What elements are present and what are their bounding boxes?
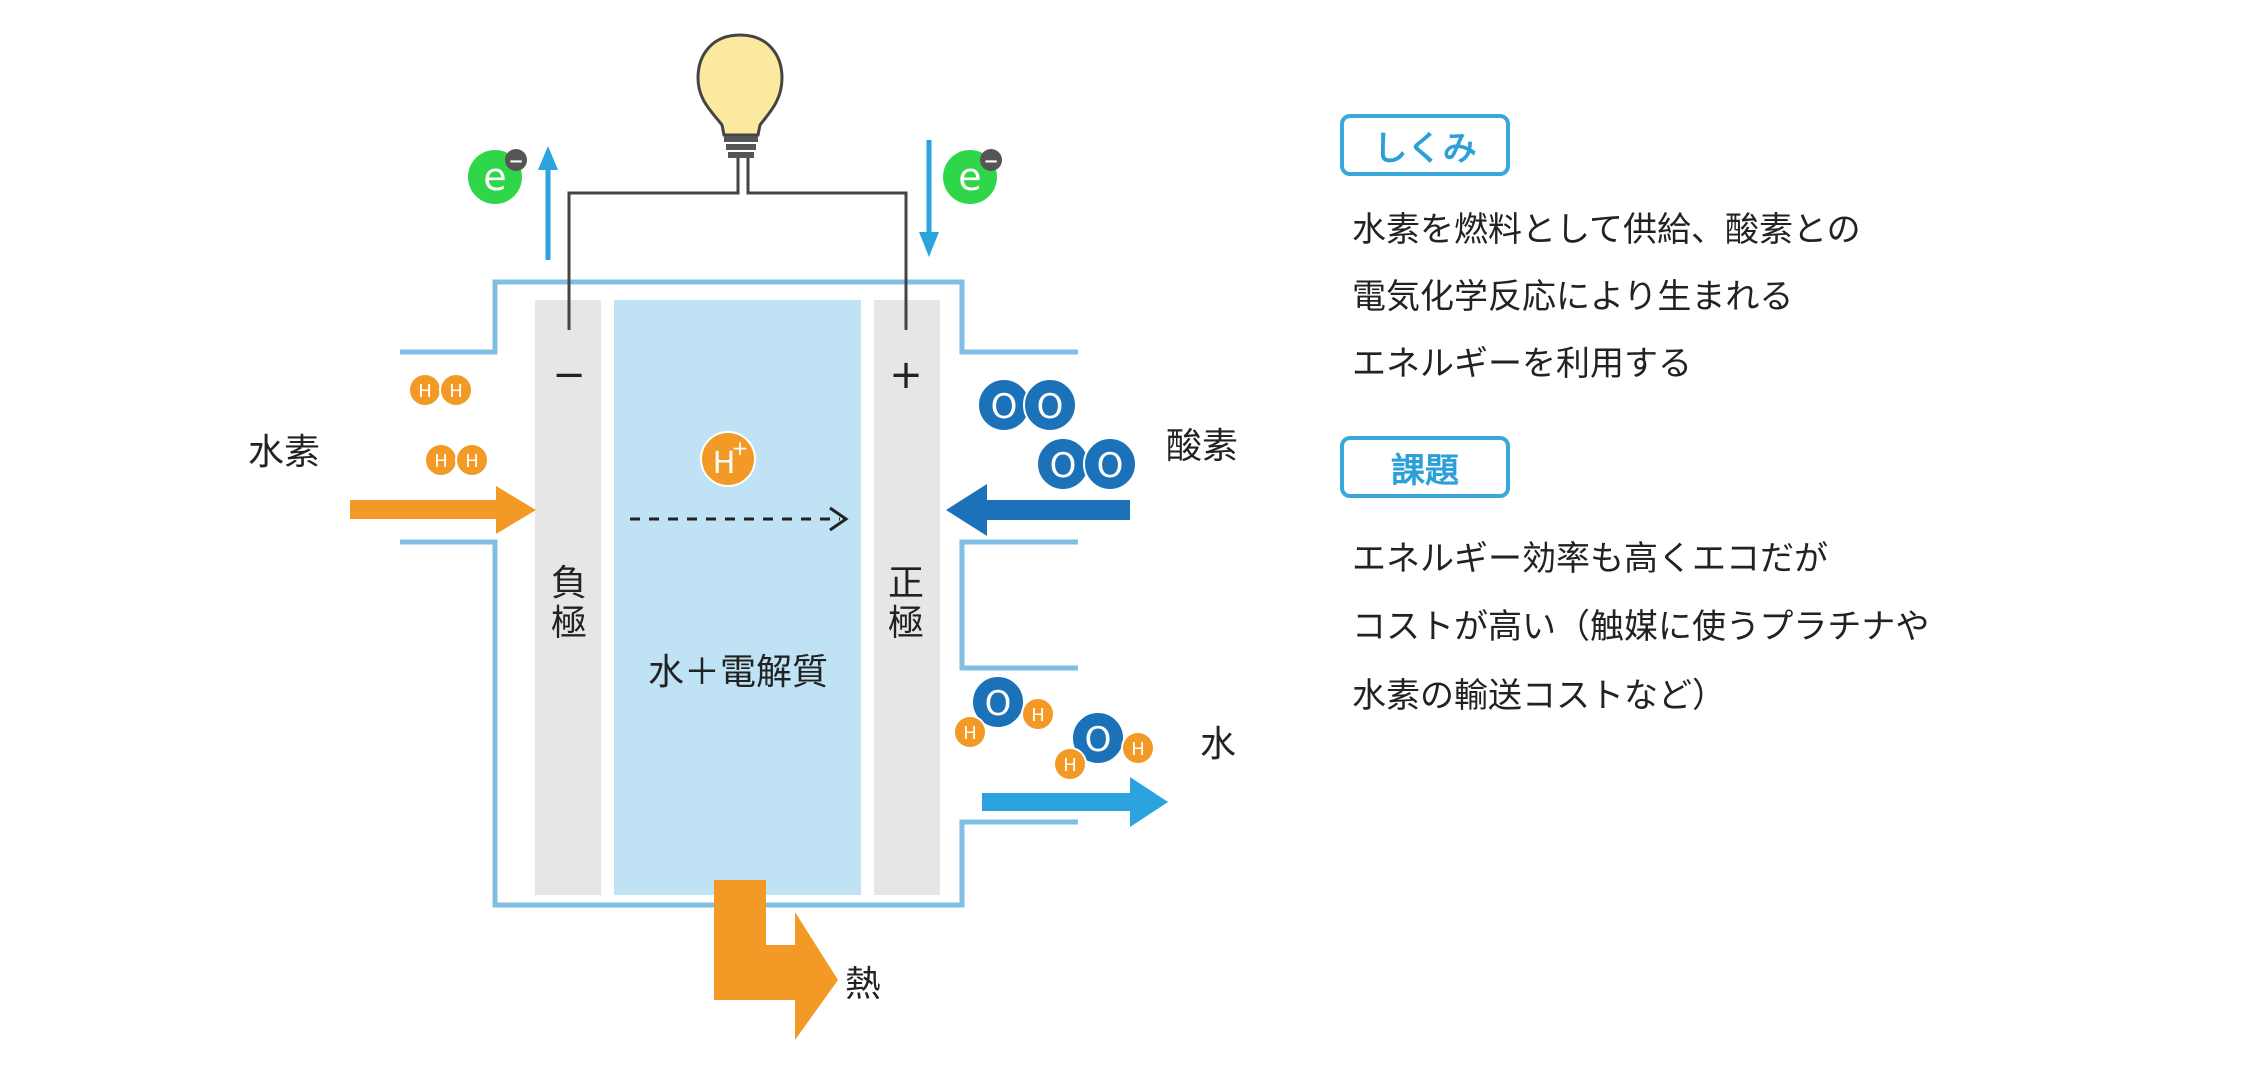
negative-electrode-label-1: 負 [551,563,587,604]
water-molecule: O H H [1053,711,1155,781]
hydrogen-molecule: H H [424,443,489,477]
electron-flow-down-arrow [919,140,939,257]
issues-line-3: 水素の輸送コストなど） [1352,676,1726,716]
positive-sign: + [889,352,923,398]
negative-electrode [535,300,601,895]
o-atom: O [1050,446,1077,486]
oxygen-molecule: O O [1036,437,1137,491]
h-atom: H [1031,705,1045,726]
electron-symbol: e [483,155,506,199]
h-atom: H [963,723,977,744]
o-atom: O [991,387,1018,427]
positive-electrode [874,300,940,895]
proton-charge: + [732,436,749,460]
electron-charge: − [508,151,523,172]
mechanism-line-1: 水素を燃料として供給、酸素との [1352,210,1861,250]
proton-symbol: H [713,446,736,481]
circuit-wire [567,158,908,330]
oxygen-input-arrow [946,484,1130,536]
light-bulb-icon [696,33,784,158]
electrolyte [614,300,861,895]
mechanism-line-3: エネルギーを利用する [1352,344,1692,384]
mechanism-line-2: 電気化学反応により生まれる [1352,277,1794,317]
heat-output-arrow [714,880,838,1040]
o-atom: O [1085,720,1112,760]
proton: H + [700,431,756,487]
positive-electrode-label-1: 正 [888,563,924,604]
h-atom: H [418,381,432,402]
hydrogen-molecule: H H [408,373,473,407]
heat-label: 熱 [845,964,881,1005]
o-atom: O [1037,387,1064,427]
electron-left: e − [468,149,527,204]
electron-charge: − [983,151,998,172]
hydrogen-input-arrow [350,486,536,534]
mechanism-title: しくみ [1340,114,1510,176]
electron-right: e − [943,149,1002,204]
oxygen-label: 酸素 [1166,426,1238,467]
oxygen-molecule: O O [977,378,1077,432]
issues-line-2: コストが高い（触媒に使うプラチナや [1352,607,1930,647]
water-output-arrow [982,777,1168,827]
negative-electrode-label-2: 極 [551,603,587,644]
proton-migration-arrow [630,506,849,532]
electrolyte-label: 水＋電解質 [648,652,828,693]
water-label: 水 [1200,724,1236,765]
h-atom: H [1131,739,1145,760]
h-atom: H [465,451,479,472]
positive-electrode-label-2: 極 [888,603,924,644]
h-atom: H [1063,755,1077,776]
h-atom: H [434,451,448,472]
h-atom: H [449,381,463,402]
o-atom: O [1097,446,1124,486]
issues-line-1: エネルギー効率も高くエコだが [1352,539,1828,579]
issues-title: 課題 [1340,436,1510,498]
electron-flow-up-arrow [538,146,558,260]
o-atom: O [985,684,1012,724]
water-molecule: O H H [953,675,1055,749]
hydrogen-label: 水素 [248,432,320,473]
negative-sign: − [552,352,586,398]
electron-symbol: e [958,155,981,199]
